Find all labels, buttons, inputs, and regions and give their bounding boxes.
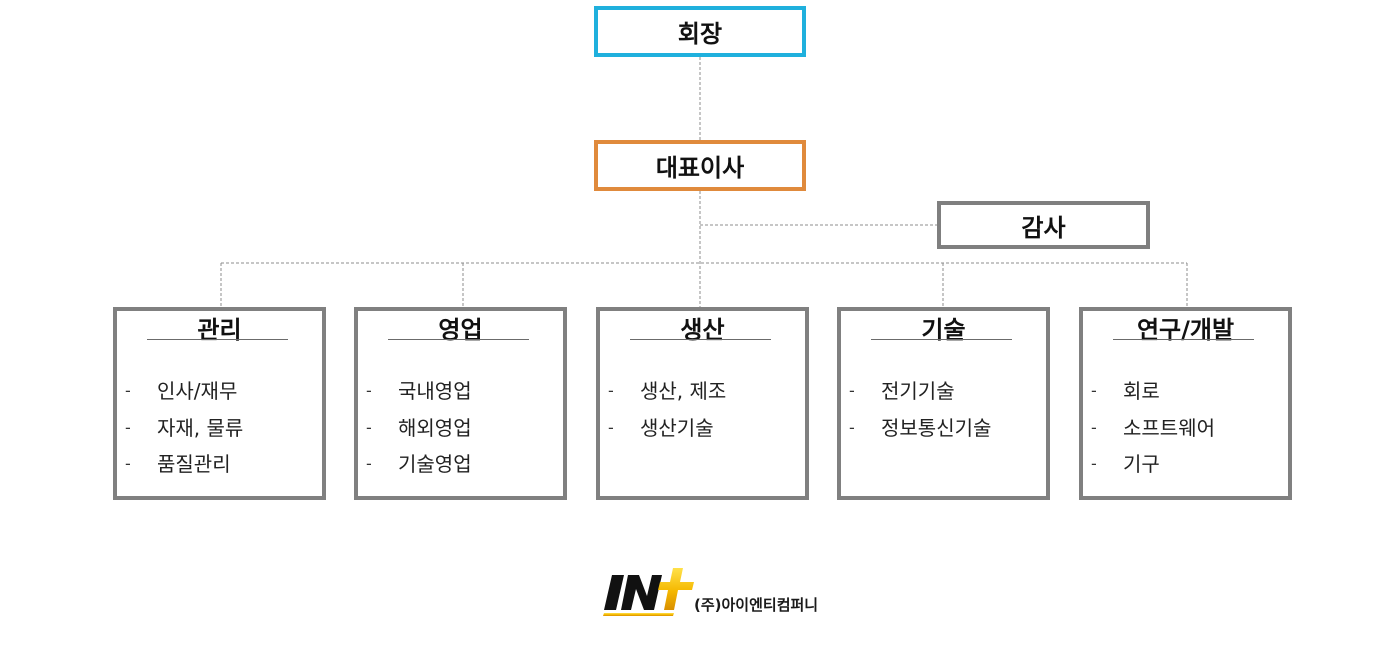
- list-item: - 품질관리: [125, 450, 318, 487]
- list-item: - 정보통신기술: [849, 414, 1042, 451]
- dept-title: 생산: [680, 316, 725, 344]
- list-item: - 소프트웨어: [1091, 414, 1284, 451]
- dept-box-research: 연구/개발 - 회로 - 소프트웨어 - 기구: [1079, 307, 1292, 500]
- dept-box-management: 관리 - 인사/재무 - 자재, 물류 - 품질관리: [113, 307, 326, 500]
- bullet-dash: -: [849, 417, 855, 437]
- list-item-label: 회로: [1123, 379, 1160, 403]
- dept-item-list: - 국내영업 - 해외영업 - 기술영업: [366, 377, 559, 487]
- list-item-label: 기구: [1123, 452, 1160, 476]
- list-item: - 회로: [1091, 377, 1284, 414]
- ceo-box: 대표이사: [594, 140, 806, 191]
- dept-item-list: - 회로 - 소프트웨어 - 기구: [1091, 377, 1284, 487]
- bullet-dash: -: [125, 381, 131, 400]
- list-item: - 생산, 제조: [608, 377, 801, 414]
- list-item-label: 국내영업: [398, 379, 472, 403]
- title-underline: [871, 339, 1012, 340]
- list-item-label: 전기기술: [881, 379, 955, 403]
- bullet-dash: -: [1091, 454, 1097, 473]
- list-item: - 전기기술: [849, 377, 1042, 414]
- dept-box-technology: 기술 - 전기기술 - 정보통신기술: [837, 307, 1050, 500]
- dept-box-sales: 영업 - 국내영업 - 해외영업 - 기술영업: [354, 307, 567, 500]
- title-underline: [147, 339, 288, 340]
- dept-title: 연구/개발: [1136, 316, 1235, 344]
- bullet-dash: -: [1091, 417, 1097, 437]
- bullet-dash: -: [1091, 381, 1097, 400]
- list-item: - 기구: [1091, 450, 1284, 487]
- list-item-label: 소프트웨어: [1123, 415, 1215, 440]
- title-underline: [1113, 339, 1254, 340]
- title-underline: [388, 339, 529, 340]
- list-item: - 해외영업: [366, 414, 559, 451]
- dept-title: 관리: [197, 316, 242, 344]
- bullet-dash: -: [366, 381, 372, 400]
- list-item-label: 생산기술: [640, 415, 714, 440]
- dept-item-list: - 인사/재무 - 자재, 물류 - 품질관리: [125, 377, 318, 487]
- list-item-label: 기술영업: [398, 452, 472, 476]
- list-item: - 인사/재무: [125, 377, 318, 414]
- company-name: (주)아이엔티컴퍼니: [694, 596, 819, 614]
- list-item-label: 자재, 물류: [157, 415, 244, 440]
- dept-title: 영업: [438, 316, 483, 344]
- company-logo: (주)아이엔티컴퍼니: [602, 566, 842, 618]
- title-underline: [630, 339, 771, 340]
- bullet-dash: -: [125, 417, 131, 437]
- list-item: - 국내영업: [366, 377, 559, 414]
- audit-box: 감사: [937, 201, 1150, 249]
- dept-item-list: - 생산, 제조 - 생산기술: [608, 377, 801, 450]
- list-item-label: 정보통신기술: [881, 415, 992, 440]
- list-item-label: 인사/재무: [157, 379, 238, 403]
- dept-item-list: - 전기기술 - 정보통신기술: [849, 377, 1042, 450]
- list-item-label: 품질관리: [157, 452, 231, 476]
- bullet-dash: -: [608, 381, 614, 400]
- bullet-dash: -: [366, 417, 372, 437]
- chairman-box: 회장: [594, 6, 806, 57]
- list-item: - 기술영업: [366, 450, 559, 487]
- bullet-dash: -: [849, 381, 855, 400]
- list-item-label: 생산, 제조: [640, 379, 727, 403]
- bullet-dash: -: [608, 417, 614, 437]
- int-logo-mark: [603, 568, 694, 616]
- audit-label: 감사: [1021, 213, 1066, 242]
- list-item: - 자재, 물류: [125, 414, 318, 451]
- bullet-dash: -: [125, 454, 131, 473]
- dept-box-production: 생산 - 생산, 제조 - 생산기술: [596, 307, 809, 500]
- dept-title: 기술: [921, 316, 966, 344]
- bullet-dash: -: [366, 454, 372, 473]
- ceo-label: 대표이사: [655, 154, 745, 182]
- chairman-label: 회장: [677, 20, 723, 48]
- list-item-label: 해외영업: [398, 415, 472, 440]
- list-item: - 생산기술: [608, 414, 801, 451]
